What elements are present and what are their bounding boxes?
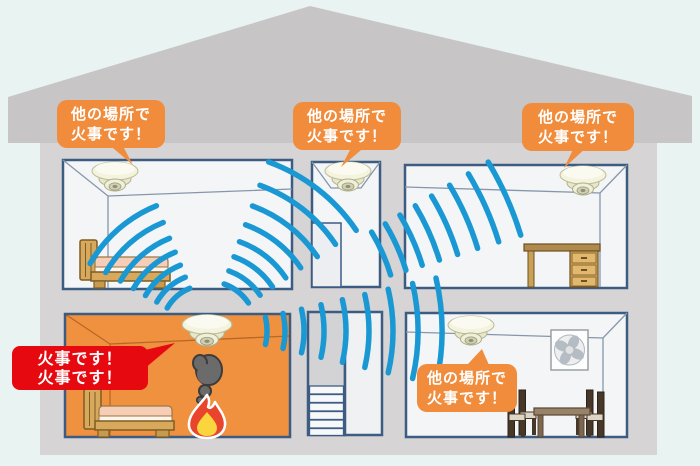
bubble-text-line: 火事です！ (70, 125, 151, 143)
ventilation-fan (550, 329, 589, 371)
desk (523, 243, 601, 288)
radio-wave-arc (280, 310, 288, 352)
fire (187, 393, 227, 440)
radio-wave-arc (265, 159, 359, 234)
speech-bubble-fire-room: 火事です！ 火事です！ (12, 343, 175, 390)
smoke (192, 354, 223, 405)
bubble-text-line: 他の場所で (70, 105, 151, 123)
radio-wave-arc (362, 291, 372, 371)
radio-wave-arc (257, 182, 339, 248)
radio-wave-arc (117, 235, 173, 284)
bubble-text-line: 火事です！ (537, 128, 618, 146)
radio-wave-arc (242, 222, 304, 271)
radio-wave-arc (262, 314, 270, 348)
dining-table (533, 407, 591, 438)
radio-wave-arc (249, 203, 321, 260)
speech-bubble-upper-right: 他の場所で 火事です！ (522, 103, 634, 168)
radio-wave-arc (298, 306, 307, 356)
radio-wave-arc (221, 281, 252, 306)
radio-wave-arc (87, 203, 160, 267)
speech-bubble-upper-middle: 他の場所で 火事です！ (293, 102, 401, 167)
roof (8, 6, 692, 143)
radio-wave-arc (428, 193, 461, 258)
room-hallway-upper (310, 160, 382, 289)
bubble-text-line: 他の場所で (537, 108, 618, 126)
radio-wave-arc (142, 262, 184, 299)
radio-wave-arc (409, 280, 421, 382)
radio-wave-arc (339, 296, 349, 366)
bubble-text-line: 他の場所で (306, 107, 387, 125)
radio-wave-arc (318, 301, 327, 361)
speech-bubble-dining: 他の場所で 火事です！ (417, 349, 517, 412)
radio-wave-arc (385, 286, 396, 376)
radio-wave-arc (102, 219, 166, 276)
radio-wave-arc (446, 182, 481, 252)
bubble-text-line: 火事です！ (37, 368, 123, 387)
bubble-text-line: 火事です！ (306, 127, 387, 145)
dining-set (507, 389, 605, 438)
radio-wave-arc (130, 249, 178, 292)
radio-wave-arc (412, 203, 443, 263)
bubble-text-line: 他の場所で (426, 369, 507, 387)
speech-bubble-upper-left: 他の場所で 火事です！ (57, 100, 165, 165)
radio-wave-arc (382, 221, 409, 273)
bubble-text-line: 火事です！ (37, 349, 123, 368)
radio-wave-arc (231, 254, 276, 290)
radio-wave-arc (485, 159, 524, 238)
radio-wave-arc (154, 274, 189, 305)
radio-wave-arc (397, 212, 425, 268)
radio-wave-arc (236, 238, 289, 281)
radio-wave-arc (368, 229, 394, 278)
radio-wave-arc (465, 171, 502, 245)
stair-steps (308, 385, 345, 437)
radio-wave-arc (226, 268, 263, 298)
bubble-text-line: 火事です！ (426, 389, 507, 407)
radio-wave-arc (164, 285, 193, 311)
